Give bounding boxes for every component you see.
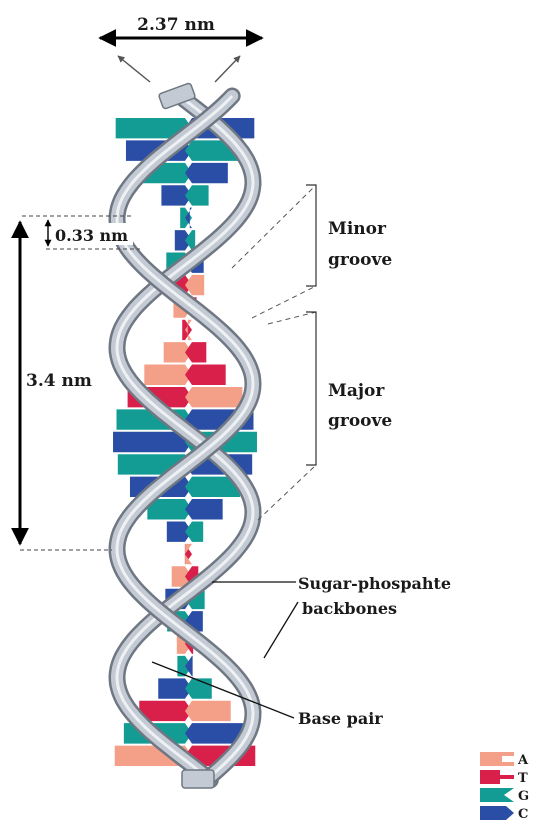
base-a-segment — [185, 275, 204, 295]
base-c-segment — [185, 499, 223, 519]
width-pointer-right — [215, 56, 240, 82]
major-groove-guide-bottom — [258, 465, 316, 520]
major-groove-label-line1: Major — [328, 381, 385, 401]
backbones-leader-lower — [264, 602, 298, 658]
helix-width-dimension: 2.37 nm — [100, 12, 262, 82]
base-g-segment — [185, 185, 209, 205]
rise-label: 0.33 nm — [55, 226, 128, 245]
major-groove-label-line2: groove — [328, 411, 392, 431]
backbone-bottom-end — [182, 770, 214, 788]
minor-groove-bracket — [306, 185, 316, 286]
helix-pitch-dimension: 3.4 nm — [20, 222, 112, 550]
legend-label-g: G — [518, 789, 529, 804]
base-a-segment — [185, 701, 231, 721]
base-g-segment — [185, 521, 203, 541]
legend-label-c: C — [518, 807, 528, 822]
minor-groove-label-line1: Minor — [328, 219, 387, 239]
legend-swatch-c — [480, 806, 514, 820]
backbones-annotation: Sugar-phospahte backbones — [212, 574, 451, 658]
minor-groove-label-line2: groove — [328, 250, 392, 270]
legend-swatch-a — [480, 752, 514, 766]
legend-swatch-g — [480, 788, 514, 802]
base-t-segment — [185, 365, 226, 385]
major-groove-bracket — [306, 312, 316, 465]
width-label: 2.37 nm — [137, 15, 215, 35]
base-a-segment — [144, 365, 192, 385]
base-a-segment — [185, 387, 242, 407]
backbones-label-line1: Sugar-phospahte — [298, 574, 451, 593]
legend-label-a: A — [517, 753, 529, 768]
backbones-label-line2: backbones — [302, 599, 397, 618]
base-pair-label: Base pair — [298, 709, 383, 728]
base-t-segment — [185, 342, 206, 362]
base-g-segment — [185, 678, 212, 698]
major-groove-annotation: Major groove — [258, 312, 392, 520]
legend-swatch-t — [480, 770, 514, 784]
pitch-label: 3.4 nm — [26, 371, 92, 391]
legend-label-t: T — [518, 771, 528, 786]
minor-groove-guide-bottom — [252, 286, 316, 318]
width-pointer-left — [118, 56, 150, 82]
major-groove-guide-top — [268, 312, 316, 324]
base-c-segment — [185, 163, 228, 183]
